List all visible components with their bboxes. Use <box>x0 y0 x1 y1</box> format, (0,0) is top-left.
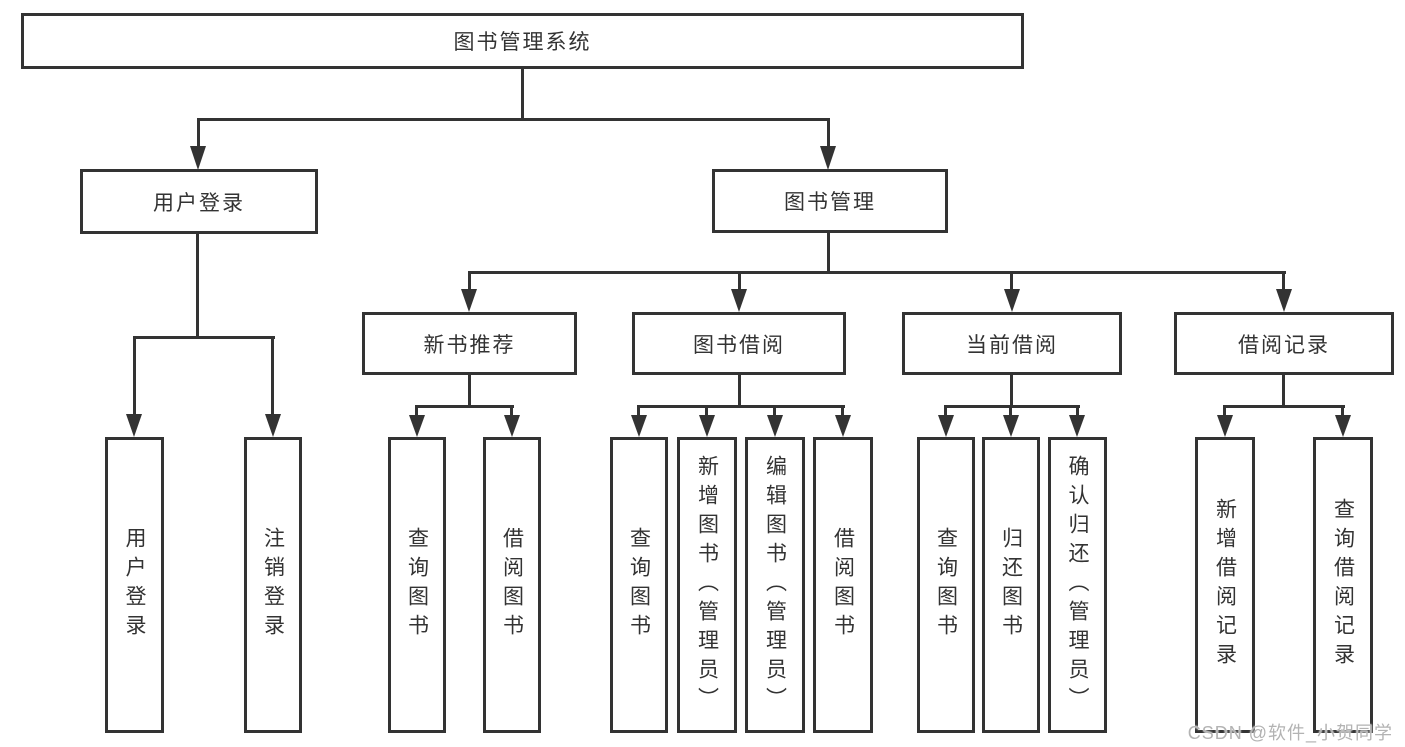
leaf-edit-books-admin-label: 编辑图书（管理员） <box>763 454 787 716</box>
node-current-borrowing: 当前借阅 <box>902 312 1122 375</box>
connector-arrowhead <box>461 289 477 312</box>
leaf-edit-books-admin: 编辑图书（管理员） <box>745 437 805 733</box>
connector-line <box>1341 405 1344 417</box>
node-borrow-records: 借阅记录 <box>1174 312 1394 375</box>
connector-arrowhead <box>126 414 142 437</box>
node-new-book-recommend: 新书推荐 <box>362 312 577 375</box>
connector-line <box>841 405 844 417</box>
leaf-confirm-return-admin-label: 确认归还（管理员） <box>1066 454 1089 716</box>
connector-arrowhead <box>767 415 783 437</box>
connector-line <box>271 336 274 415</box>
leaf-query-books-recommend-label: 查询图书 <box>405 527 429 643</box>
connector-line <box>705 405 708 417</box>
leaf-add-books-admin-label: 新增图书（管理员） <box>695 454 719 716</box>
leaf-query-borrow-record-label: 查询借阅记录 <box>1331 498 1355 672</box>
leaf-borrow-books-recommend-label: 借阅图书 <box>500 527 524 643</box>
connector-arrowhead <box>835 415 851 437</box>
connector-line <box>415 405 418 417</box>
connector-line <box>416 405 514 408</box>
connector-line <box>468 375 471 405</box>
connector-arrowhead <box>699 415 715 437</box>
node-current-borrowing-label: 当前借阅 <box>966 333 1058 357</box>
leaf-borrow-books-recommend: 借阅图书 <box>483 437 541 733</box>
connector-line <box>521 69 524 118</box>
leaf-query-books-borrowing: 查询图书 <box>610 437 668 733</box>
node-user-login-label: 用户登录 <box>153 191 245 215</box>
node-book-borrowing-label: 图书借阅 <box>693 333 785 357</box>
root-node-label: 图书管理系统 <box>453 31 592 54</box>
connector-arrowhead <box>938 415 954 437</box>
connector-line <box>738 375 741 405</box>
connector-line <box>1282 271 1285 290</box>
connector-line <box>468 271 1286 274</box>
leaf-return-books-label: 归还图书 <box>999 527 1023 643</box>
connector-arrowhead <box>1276 289 1292 312</box>
connector-arrowhead <box>820 146 836 170</box>
connector-line <box>1010 271 1013 290</box>
connector-arrowhead <box>1069 415 1085 437</box>
node-book-borrowing: 图书借阅 <box>632 312 846 375</box>
connector-line <box>468 271 471 290</box>
leaf-return-books: 归还图书 <box>982 437 1040 733</box>
connector-line <box>637 405 640 417</box>
connector-line <box>1009 405 1012 417</box>
connector-line <box>637 405 845 408</box>
connector-line <box>133 336 136 415</box>
connector-arrowhead <box>731 289 747 312</box>
node-new-book-recommend-label: 新书推荐 <box>423 333 516 357</box>
leaf-logout-label: 注销登录 <box>261 527 285 643</box>
node-book-management-label: 图书管理 <box>784 191 876 214</box>
csdn-watermark: CSDN @软件_小贺同学 <box>1187 723 1393 743</box>
connector-line <box>1010 375 1013 405</box>
node-book-management: 图书管理 <box>712 169 948 233</box>
connector-line <box>944 405 947 417</box>
root-node-library-system: 图书管理系统 <box>21 13 1024 69</box>
leaf-add-books-admin: 新增图书（管理员） <box>677 437 737 733</box>
connector-arrowhead <box>504 415 520 437</box>
connector-arrowhead <box>1217 415 1233 437</box>
connector-line <box>133 336 275 339</box>
leaf-query-books-current: 查询图书 <box>917 437 975 733</box>
leaf-borrow-books-borrowing-label: 借阅图书 <box>831 527 855 643</box>
connector-line <box>1223 405 1345 408</box>
connector-line <box>196 234 199 336</box>
leaf-logout: 注销登录 <box>244 437 302 733</box>
leaf-query-books-current-label: 查询图书 <box>934 527 958 643</box>
connector-line <box>1076 405 1079 417</box>
connector-line <box>197 118 200 147</box>
leaf-confirm-return-admin: 确认归还（管理员） <box>1048 437 1107 733</box>
connector-line <box>510 405 513 417</box>
node-borrow-records-label: 借阅记录 <box>1238 333 1330 357</box>
connector-arrowhead <box>190 146 206 170</box>
connector-arrowhead <box>1004 289 1020 312</box>
leaf-add-borrow-record: 新增借阅记录 <box>1195 437 1255 733</box>
connector-arrowhead <box>1335 415 1351 437</box>
connector-arrowhead <box>1003 415 1019 437</box>
connector-line <box>944 405 1080 408</box>
connector-arrowhead <box>409 415 425 437</box>
connector-line <box>738 271 741 290</box>
leaf-user-login-label: 用户登录 <box>123 527 146 643</box>
leaf-add-borrow-record-label: 新增借阅记录 <box>1213 498 1237 672</box>
leaf-user-login: 用户登录 <box>105 437 164 733</box>
connector-line <box>1223 405 1226 417</box>
connector-line <box>197 118 830 121</box>
node-user-login: 用户登录 <box>80 169 318 234</box>
connector-line <box>827 118 830 147</box>
leaf-query-borrow-record: 查询借阅记录 <box>1313 437 1373 733</box>
connector-line <box>1282 375 1285 405</box>
leaf-query-books-recommend: 查询图书 <box>388 437 446 733</box>
leaf-borrow-books-borrowing: 借阅图书 <box>813 437 873 733</box>
connector-line <box>773 405 776 417</box>
connector-line <box>827 233 830 271</box>
connector-arrowhead <box>265 414 281 437</box>
connector-arrowhead <box>631 415 647 437</box>
leaf-query-books-borrowing-label: 查询图书 <box>627 527 651 643</box>
